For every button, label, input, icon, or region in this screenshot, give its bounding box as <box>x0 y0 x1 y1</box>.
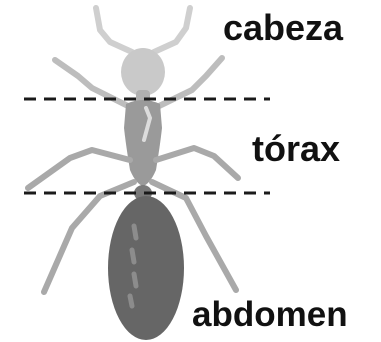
ant-thorax <box>124 100 162 186</box>
right-antenna <box>154 8 190 52</box>
ant-abdomen <box>108 196 184 340</box>
middle-right-leg <box>156 148 238 178</box>
label-abdomen: abdomen <box>192 297 348 332</box>
front-left-leg <box>55 60 132 108</box>
left-antenna <box>96 8 132 52</box>
label-thorax: tórax <box>252 131 340 167</box>
label-head: cabeza <box>223 10 343 46</box>
ant-head <box>121 48 165 96</box>
middle-left-leg <box>28 150 130 188</box>
antennae <box>96 8 190 52</box>
